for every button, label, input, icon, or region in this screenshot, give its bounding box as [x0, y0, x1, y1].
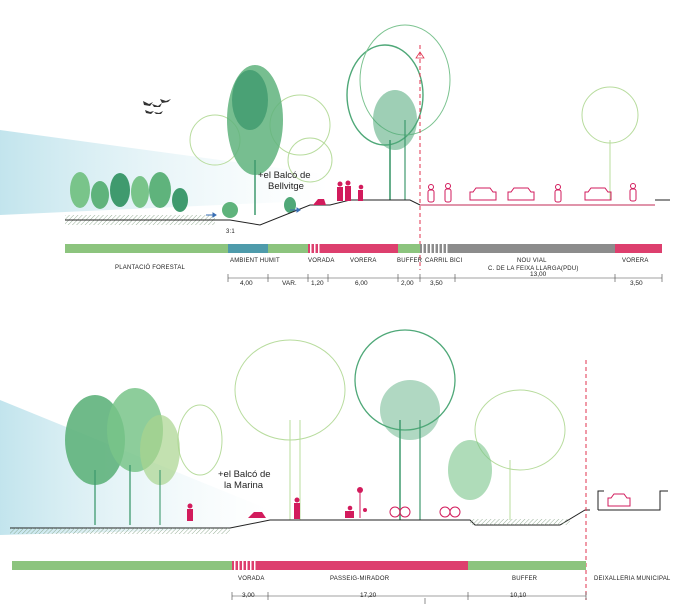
zone-segment [468, 561, 586, 570]
title-line-2: la Marina [224, 480, 264, 491]
zone-label: AMBIENT HUMIT [230, 258, 280, 264]
flow-arrow-icons [206, 207, 301, 218]
zone-label: BUFFER [512, 576, 538, 582]
zone-bar-bottom [12, 561, 586, 570]
bench-figures-bottom [389, 506, 461, 518]
dimension-label: 1,20 [311, 280, 324, 287]
zone-label: DEIXALLERIA MUNICIPAL [594, 576, 671, 582]
zone-label: VORERA [622, 258, 649, 264]
dimension-label: 4,00 [240, 280, 253, 287]
zone-stripe [442, 244, 444, 253]
dimension-label: 3,50 [430, 280, 443, 287]
dimension-lines-top [227, 274, 663, 282]
street-figures [427, 183, 637, 203]
zone-stripe [246, 561, 248, 570]
background-trees [189, 86, 639, 200]
zone-label: NOU VIAL [517, 258, 547, 264]
title-line-1: +el Balcó de [258, 170, 311, 181]
zone-label: BUFFER [397, 258, 423, 264]
zone-segment [12, 561, 232, 570]
forest-trees [70, 24, 451, 218]
limit-marker-icon [415, 51, 425, 59]
zone-segment [268, 561, 468, 570]
zone-stripe [438, 244, 440, 253]
birds-icon [143, 99, 171, 114]
people-figures-bottom [187, 487, 367, 521]
dimension-label: VAR. [282, 280, 297, 287]
zone-segment [268, 244, 308, 253]
zone-stripe [310, 244, 312, 253]
top-section [0, 24, 670, 282]
title-line-1: +el Balcó de [218, 469, 271, 480]
zone-label: PASSEIG-MIRADOR [330, 576, 390, 582]
zone-label: PLANTACIÓ FORESTAL [115, 265, 186, 271]
dimension-label: 10,10 [510, 592, 527, 599]
zone-stripe [446, 244, 448, 253]
zone-segment [420, 244, 455, 253]
slope-label: 3:1 [226, 229, 235, 235]
zone-segment [398, 244, 420, 253]
dimension-label: 3,50 [630, 280, 643, 287]
zone-label: VORERA [350, 258, 377, 264]
dimension-label: 3,00 [242, 592, 255, 599]
zone-segment [455, 244, 615, 253]
dimension-lines-bottom [231, 592, 587, 604]
zone-stripe [318, 244, 320, 253]
zone-stripe [434, 244, 436, 253]
zone-label: VORADA [238, 576, 265, 582]
dimension-label: 2,00 [401, 280, 414, 287]
bottom-section [0, 329, 668, 604]
zone-stripe [254, 561, 256, 570]
zone-segment [65, 244, 228, 253]
zone-stripe [430, 244, 432, 253]
dimension-label: 6,00 [355, 280, 368, 287]
people-figures [313, 180, 364, 205]
zone-stripe [422, 244, 424, 253]
zone-stripe [242, 561, 244, 570]
dimension-label: 17,20 [360, 592, 377, 599]
title-line-2: Bellvitge [268, 181, 304, 192]
street-name-label: C. DE LA FEIXA LLARGA(PDU) [488, 266, 579, 272]
zone-label: VORADA [308, 258, 335, 264]
forest-trees-bottom [65, 329, 492, 525]
zone-bar-top [65, 244, 662, 253]
ground-profile-bottom [10, 490, 668, 534]
zone-label: CARRIL BICI [425, 258, 463, 264]
background-trees-bottom [177, 339, 566, 520]
section-title-bottom: +el Balcó de la Marina [218, 469, 271, 491]
zone-segment [228, 244, 268, 253]
zone-stripe [234, 561, 236, 570]
car-icon-bottom [607, 493, 631, 507]
dimension-label: 13,00 [530, 271, 547, 278]
zone-stripe [426, 244, 428, 253]
zone-segment [615, 244, 662, 253]
zone-stripe [250, 561, 252, 570]
zone-segment [328, 244, 398, 253]
section-title-top: +el Balcó de Bellvitge [258, 170, 311, 192]
zone-stripe [238, 561, 240, 570]
ground-profile [65, 199, 670, 226]
zone-stripe [314, 244, 316, 253]
